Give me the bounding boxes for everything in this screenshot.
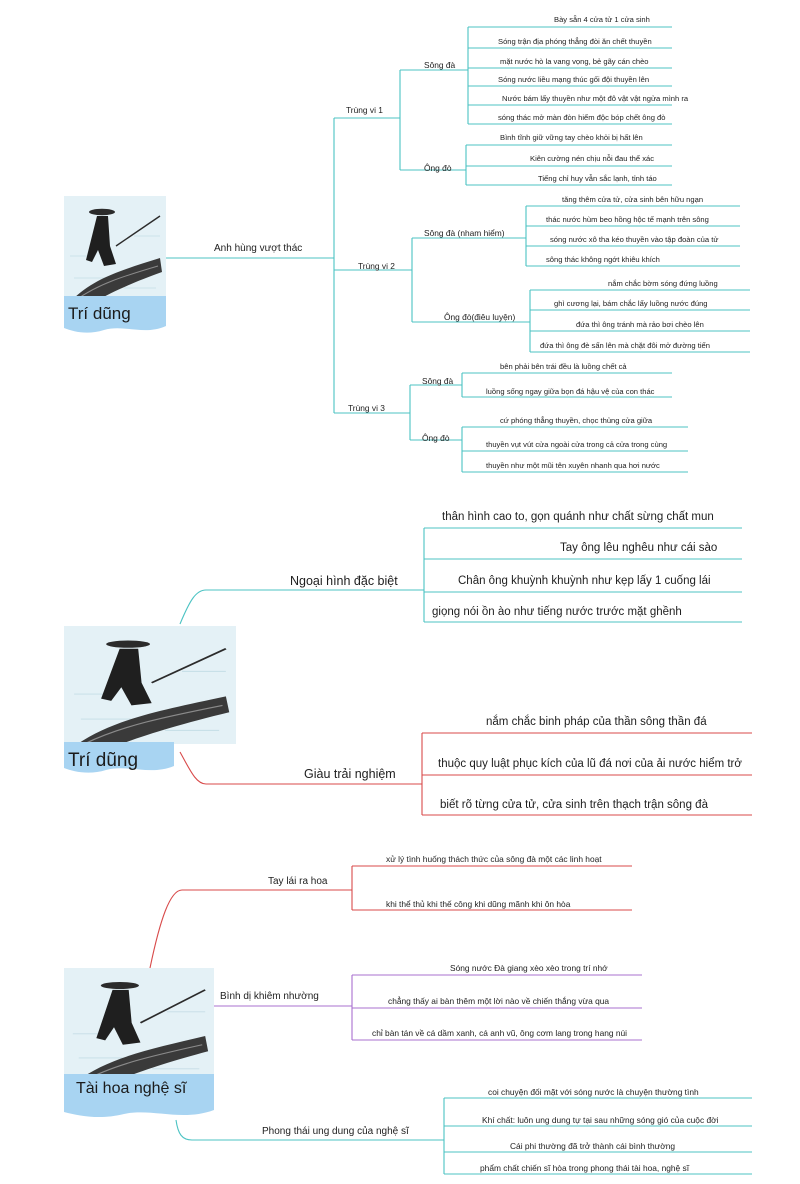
leaf-item: bên phải bên trái đều là luồng chết cả	[500, 362, 627, 371]
branch-label: Tay lái ra hoa	[268, 876, 328, 887]
group-label: Sông đà (nham hiểm)	[424, 228, 505, 238]
leaf-item: Khí chất: luôn ung dung tự tại sau những…	[482, 1115, 719, 1125]
leaf-item: Bình tĩnh giữ vững tay chèo khỏi bị hất …	[500, 133, 643, 142]
branch-label: Phong thái ung dung của nghệ sĩ	[262, 1126, 409, 1137]
caption-banner	[64, 296, 166, 333]
leaf-item: Sóng nước liều mạng thúc gối đội thuyền …	[498, 75, 650, 84]
boatman-illustration	[64, 968, 214, 1082]
leaf-item: biết rõ từng cửa tử, cửa sinh trên thạch…	[440, 799, 708, 811]
leaf-item: sóng nước xô tha kéo thuyền vào tập đoàn…	[550, 235, 719, 244]
leaf-item: Tay ông lêu nghêu như cái sào	[560, 542, 718, 554]
leaf-item: sông thác không ngớt khiêu khích	[546, 255, 660, 264]
leaf-item: Nước bám lấy thuyền như một đô vật vật n…	[502, 94, 689, 103]
branch-label: Giàu trải nghiệm	[304, 767, 396, 781]
leaf-item: cứ phóng thẳng thuyền, chọc thủng cửa gi…	[500, 416, 653, 425]
group-label: Ông đò	[424, 163, 452, 173]
leaf-item: thuyền như một mũi tên xuyên nhanh qua h…	[486, 461, 660, 470]
leaf-item: mặt nước hò la vang vọng, bẻ gãy cán chè…	[500, 57, 649, 66]
center-card-map2: Trí dũng	[64, 626, 236, 776]
leaf-item: đứa thì ông đè sấn lên mà chặt đôi mở đư…	[540, 341, 710, 350]
map2-teal-connectors	[179, 527, 742, 625]
caption-banner	[64, 742, 174, 773]
branch-label: Bình dị khiêm nhường	[220, 991, 319, 1002]
leaf-item: đứa thì ông tránh mà rảo bơi chèo lên	[576, 320, 704, 329]
center-title: Trí dũng	[68, 750, 139, 771]
leaf-item: tăng thêm cửa tử, cửa sinh bên hữu ngạn	[562, 195, 704, 204]
leaf-item: thuyền vụt vút cửa ngoài cửa trong cả cử…	[486, 440, 668, 449]
leaf-item: thân hình cao to, gọn quánh như chất sừn…	[442, 511, 714, 523]
leaf-item: Kiên cường nén chịu nỗi đau thể xác	[530, 154, 655, 163]
map2-red-connectors	[179, 732, 752, 816]
group-label: Sông đà	[424, 60, 456, 70]
leaf-item: nắm chắc bờm sóng đứng luồng	[608, 279, 718, 288]
branch-label: Ngoại hình đặc biệt	[290, 574, 398, 588]
leaf-item: Tiếng chỉ huy vẫn sắc lạnh, tỉnh táo	[538, 174, 657, 183]
center-title: Trí dũng	[68, 304, 131, 323]
round-label: Trùng vi 2	[358, 261, 395, 271]
leaf-item: xử lý tình huống thách thức của sông đà …	[386, 854, 602, 864]
boatman-illustration	[64, 626, 236, 744]
group-label: Ông đò	[422, 433, 450, 443]
leaf-item: coi chuyện đối mặt với sóng nước là chuy…	[488, 1087, 699, 1097]
center-card-map1: Trí dũng	[64, 196, 166, 336]
group-label: Sông đà	[422, 376, 454, 386]
leaf-item: khi thể thủ khi thế công khi dũng mãnh k…	[386, 899, 571, 909]
leaf-item: Cái phi thường đã trở thành cái bình thư…	[510, 1141, 676, 1151]
leaf-item: chỉ bàn tán về cá dầm xanh, cá anh vũ, ô…	[372, 1028, 628, 1038]
group-label: Ông đò(điêu luyện)	[444, 312, 516, 322]
leaf-item: chẳng thấy ai bàn thêm một lời nào về ch…	[388, 996, 610, 1006]
leaf-item: thác nước hùm beo hồng hộc tế mạnh trên …	[546, 215, 709, 224]
caption-banner	[64, 1074, 214, 1118]
leaf-item: Bày sẵn 4 cửa tử 1 cửa sinh	[554, 15, 650, 24]
leaf-item: phẩm chất chiến sĩ hòa trong phong thái …	[480, 1163, 690, 1173]
round-label: Trùng vi 1	[346, 105, 383, 115]
round-label: Trùng vi 3	[348, 403, 385, 413]
boatman-illustration	[64, 196, 166, 300]
leaf-item: Chân ông khuỳnh khuỳnh như kẹp lấy 1 cuố…	[458, 575, 711, 587]
map3-red-connectors	[149, 865, 632, 969]
leaf-item: giọng nói ồn ào như tiếng nước trước mặt…	[432, 606, 682, 618]
leaf-item: thuộc quy luật phục kích của lũ đá nơi c…	[438, 758, 742, 770]
main-branch-label: Anh hùng vượt thác	[214, 243, 303, 254]
leaf-item: Sóng trận địa phóng thẳng đòi ăn chết th…	[498, 37, 652, 46]
map3-teal-connectors	[175, 1097, 752, 1175]
leaf-item: luồng sống ngay giữa bọn đá hậu vệ của c…	[486, 387, 655, 396]
leaf-item: ghì cương lại, bám chắc lấy luồng nước đ…	[554, 299, 708, 308]
leaf-item: nắm chắc binh pháp của thần sông thần đá	[486, 716, 707, 728]
center-card-map3: Tài hoa nghệ sĩ	[64, 968, 214, 1122]
center-title: Tài hoa nghệ sĩ	[76, 1080, 187, 1097]
map1-connectors	[164, 26, 750, 473]
leaf-item: sóng thác mở màn đòn hiểm độc bóp chết ô…	[498, 113, 666, 122]
leaf-item: Sóng nước Đà giang xèo xèo trong trí nhớ	[450, 963, 608, 973]
